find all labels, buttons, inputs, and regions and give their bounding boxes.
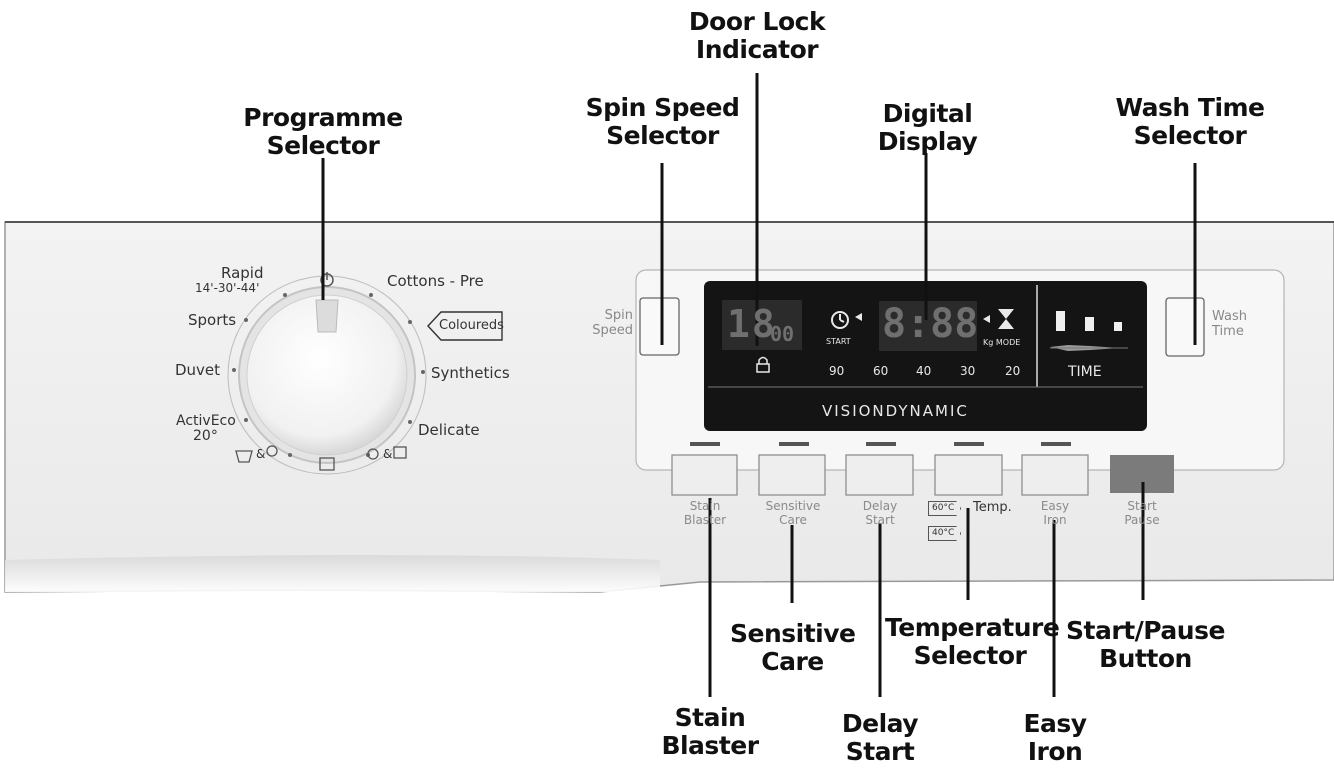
temp-tag-40: 40°C — [928, 526, 962, 541]
start-label: START — [826, 337, 851, 346]
brand-label: VISIONDYNAMIC — [822, 402, 969, 420]
start-pause-label: Start Pause — [1124, 499, 1160, 527]
callout-stain-blaster: Stain Blaster — [661, 703, 759, 760]
programme-dial — [227, 272, 427, 475]
callout-easy-iron: Easy Iron — [1023, 709, 1087, 766]
dial-label-delicate: Delicate — [418, 421, 480, 439]
spin-speed-label: Spin Speed — [592, 308, 633, 338]
delay-start-label: Delay Start — [862, 499, 898, 527]
callout-delay-start: Delay Start — [841, 709, 919, 766]
callout-start-pause-button: Start/Pause Button — [1066, 616, 1225, 673]
time-label: TIME — [1068, 364, 1102, 380]
dial-label-duvet: Duvet — [175, 361, 221, 379]
temp-value-30: 30 — [960, 364, 976, 378]
dial-label-sports: Sports — [188, 311, 237, 329]
stain-blaster-button — [671, 454, 738, 496]
clock-icon — [831, 311, 862, 329]
dial-label-amp-right: & — [383, 447, 393, 461]
time-seg-box — [879, 301, 977, 351]
sensitive-care-button — [758, 454, 826, 496]
kg-mode-label: Kg MODE — [983, 338, 1021, 347]
leader-lines — [321, 73, 1197, 697]
dial-label-rapid: Rapid — [221, 264, 264, 282]
spin-seg-box — [722, 300, 802, 350]
delay-start-button — [845, 454, 914, 496]
callout-door-lock-indicator: Door Lock Indicator — [688, 7, 826, 64]
callout-temperature-selector: Temperature Selector — [885, 613, 1060, 670]
callout-wash-time-selector: Wash Time Selector — [1115, 93, 1265, 150]
led-easy-iron — [1041, 442, 1071, 446]
easy-iron-button — [1021, 454, 1089, 496]
sensitive-care-label: Sensitive Care — [765, 499, 821, 527]
callout-sensitive-care: Sensitive Care — [730, 619, 856, 676]
lock-icon — [756, 356, 770, 373]
dial-label-rapid-times: 14'-30'-44' — [195, 281, 260, 295]
time-bars — [1050, 311, 1128, 351]
knob-pointer — [315, 299, 339, 333]
led-sensitive-care — [779, 442, 809, 446]
led-delay-start — [866, 442, 896, 446]
dial-label-cottons-pre: Cottons - Pre — [387, 272, 484, 290]
temp-value-90: 90 — [829, 364, 845, 378]
dial-label-coloureds-tag: Coloureds — [427, 311, 504, 341]
temp-value-60: 60 — [873, 364, 889, 378]
dial-label-coloureds: Coloureds — [439, 318, 504, 333]
spin-speed-digits: 18 — [727, 302, 777, 346]
callout-programme-selector: Programme Selector — [243, 103, 403, 160]
wash-time-label: Wash Time — [1212, 309, 1248, 339]
coloureds-tag-shape — [427, 311, 503, 341]
temp-label: Temp. — [973, 500, 1012, 515]
dial-label-activeco-temp: 20° — [193, 428, 218, 444]
easy-iron-label: Easy Iron — [1040, 499, 1070, 527]
time-digits: 8:88 — [882, 301, 979, 347]
temperature-button — [934, 454, 1003, 496]
hourglass-icon — [983, 309, 1014, 329]
temp-value-20: 20 — [1005, 364, 1021, 378]
temp-value-40: 40 — [916, 364, 932, 378]
stain-blaster-label: Stain Blaster — [683, 499, 727, 527]
dial-label-activeco: ActivEco — [176, 413, 236, 429]
led-stain-blaster — [690, 442, 720, 446]
callout-spin-speed-selector: Spin Speed Selector — [585, 93, 740, 150]
spin-speed-button — [639, 297, 680, 356]
wash-time-button — [1165, 297, 1205, 357]
dial-label-synthetics: Synthetics — [431, 364, 510, 382]
dial-label-amp-left: & — [256, 447, 266, 461]
temp-tag-60: 60°C — [928, 501, 962, 516]
led-temperature — [954, 442, 984, 446]
spin-speed-small-digits: 00 — [770, 322, 795, 346]
panel-bottom-shade — [5, 555, 660, 592]
callout-digital-display: Digital Display — [877, 99, 978, 156]
